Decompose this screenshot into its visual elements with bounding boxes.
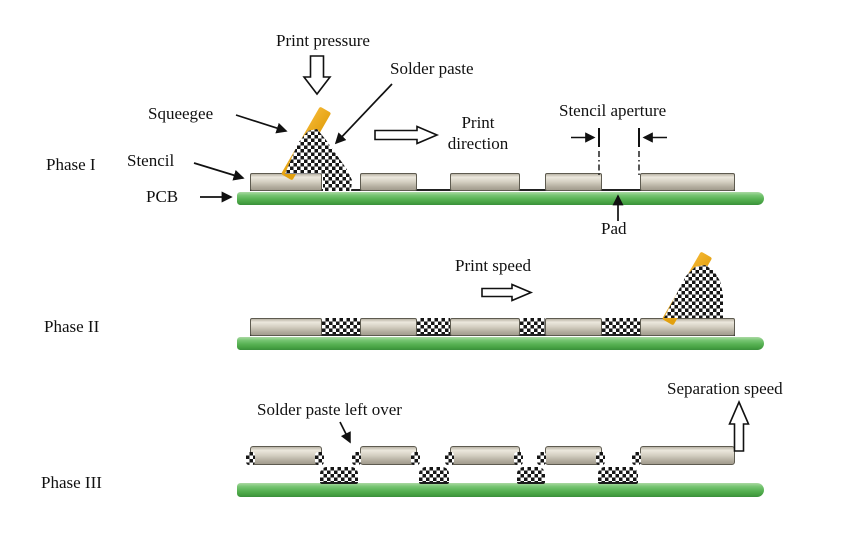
stencil-block xyxy=(450,173,520,191)
paste-residue-speck xyxy=(352,452,361,465)
stencil-block xyxy=(545,173,602,191)
stencil-block-lifted xyxy=(250,446,322,465)
paste-residue-speck xyxy=(537,452,546,465)
stencil-block xyxy=(250,318,322,336)
paste-deposit-on-pad xyxy=(419,467,449,484)
aperture-filled-paste xyxy=(602,318,640,336)
squeegee-label: Squeegee xyxy=(148,104,214,123)
print-pressure-down-arrow-icon xyxy=(302,55,332,96)
print-speed-label: Print speed xyxy=(455,256,532,275)
phase2-label: Phase II xyxy=(44,317,100,336)
paste-residue-speck xyxy=(632,452,641,465)
pcb-label: PCB xyxy=(146,187,179,206)
solder-paste-heap-phase2 xyxy=(664,265,723,318)
solder-paste-leader-arrow xyxy=(334,83,393,145)
paste-residue-speck xyxy=(445,452,454,465)
stencil-leader-arrow xyxy=(193,162,245,181)
solder-paste-left-over-leader-arrow xyxy=(339,421,351,444)
pad-label: Pad xyxy=(601,219,627,238)
paste-deposit-on-pad xyxy=(598,467,638,484)
phase1-label: Phase I xyxy=(46,155,96,174)
phase3-label: Phase III xyxy=(41,473,102,492)
stencil-block-lifted xyxy=(545,446,602,465)
paste-residue-speck xyxy=(596,452,605,465)
stencil-block xyxy=(640,318,735,336)
paste-residue-speck xyxy=(411,452,420,465)
print-direction-label: Print direction xyxy=(447,113,509,153)
paste-deposit-on-pad xyxy=(320,467,358,484)
print-speed-right-arrow-icon xyxy=(481,283,534,302)
solder-paste-left-over-label: Solder paste left over xyxy=(257,400,402,419)
paste-residue-speck xyxy=(246,452,255,465)
pcb-board-phase1 xyxy=(237,192,764,205)
stencil-block-lifted xyxy=(360,446,417,465)
paste-residue-speck xyxy=(514,452,523,465)
stencil-block xyxy=(545,318,602,336)
stencil-block-lifted xyxy=(640,446,735,465)
stencil-block xyxy=(360,173,417,191)
squeegee-leader-arrow xyxy=(235,114,288,134)
pcb-board-phase2 xyxy=(237,337,764,350)
aperture-filled-paste xyxy=(520,318,545,336)
paste-residue-speck xyxy=(315,452,324,465)
stencil-block xyxy=(450,318,520,336)
separation-speed-up-arrow-icon xyxy=(728,399,750,452)
stencil-aperture-label: Stencil aperture xyxy=(559,101,667,120)
paste-deposit-on-pad xyxy=(517,467,545,484)
separation-speed-label: Separation speed xyxy=(667,379,783,398)
print-pressure-label: Print pressure xyxy=(276,31,370,50)
stencil-label: Stencil xyxy=(127,151,175,170)
solder-paste-label: Solder paste xyxy=(390,59,474,78)
stencil-block xyxy=(640,173,735,191)
aperture-filled-paste xyxy=(322,318,360,336)
aperture-filled-paste xyxy=(417,318,450,336)
stencil-aperture-measurement xyxy=(571,128,667,175)
pcb-board-phase3 xyxy=(237,483,764,497)
stencil-block xyxy=(360,318,417,336)
stencil-block-lifted xyxy=(450,446,520,465)
